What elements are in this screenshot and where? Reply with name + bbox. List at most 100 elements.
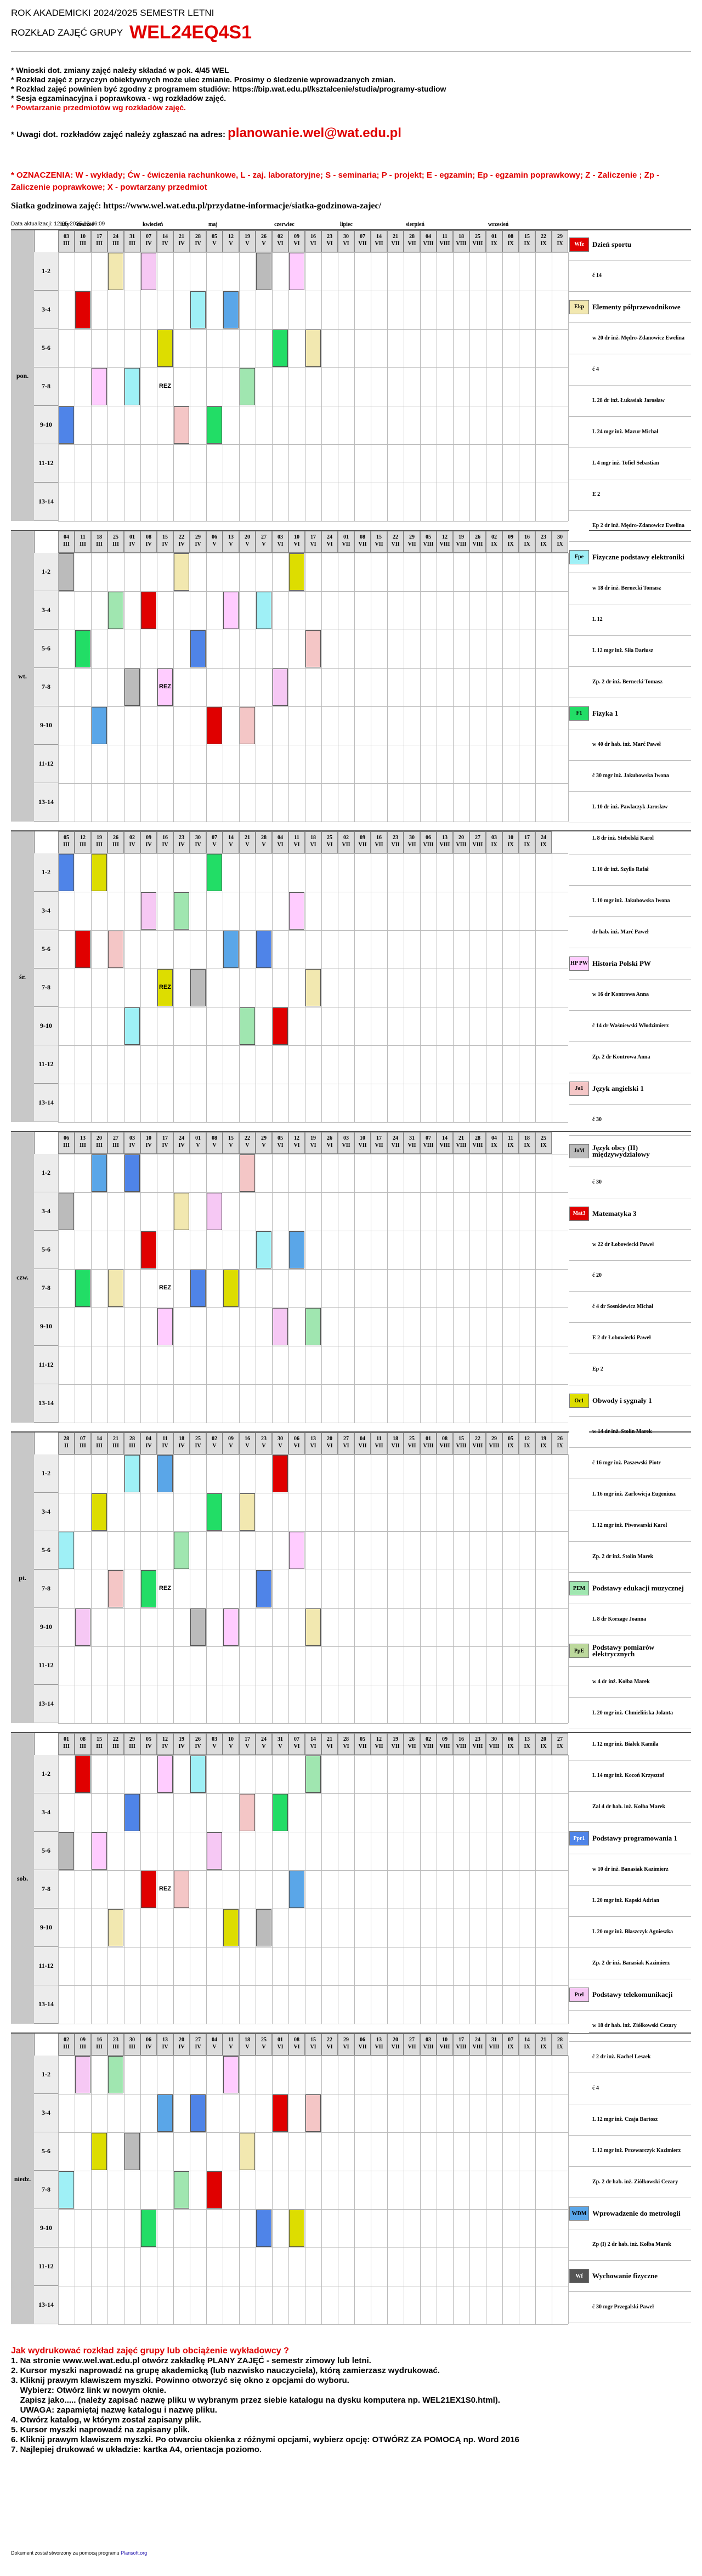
- class-block[interactable]: [289, 1871, 304, 1908]
- class-block[interactable]: [305, 2094, 321, 2132]
- class-block[interactable]: [92, 854, 107, 891]
- class-block[interactable]: [59, 2171, 74, 2209]
- class-block[interactable]: [223, 1909, 239, 1946]
- class-block[interactable]: [124, 1007, 140, 1045]
- class-block[interactable]: [190, 1270, 206, 1307]
- class-block[interactable]: [92, 1493, 107, 1531]
- class-block[interactable]: [75, 931, 90, 968]
- class-block[interactable]: [174, 1193, 189, 1230]
- class-block[interactable]: [305, 330, 321, 367]
- class-block[interactable]: [256, 253, 271, 290]
- class-block[interactable]: [75, 1756, 90, 1793]
- class-block[interactable]: [256, 931, 271, 968]
- class-block[interactable]: [124, 368, 140, 405]
- class-block[interactable]: [141, 592, 156, 629]
- class-block[interactable]: [174, 553, 189, 591]
- class-block[interactable]: [207, 1493, 222, 1531]
- class-block[interactable]: [59, 1532, 74, 1569]
- class-block[interactable]: [273, 1007, 288, 1045]
- class-block[interactable]: [59, 406, 74, 444]
- class-block[interactable]: [141, 1871, 156, 1908]
- class-block[interactable]: [157, 669, 173, 706]
- contact-email-link[interactable]: planowanie.wel@wat.edu.pl: [228, 126, 401, 140]
- class-block[interactable]: [273, 330, 288, 367]
- class-block[interactable]: [108, 1570, 123, 1607]
- class-block[interactable]: [174, 1532, 189, 1569]
- class-block[interactable]: [305, 630, 321, 667]
- class-block[interactable]: [240, 2133, 255, 2170]
- class-block[interactable]: [141, 1570, 156, 1607]
- class-block[interactable]: [174, 406, 189, 444]
- class-block[interactable]: [207, 2171, 222, 2209]
- class-block[interactable]: [240, 1493, 255, 1531]
- class-block[interactable]: [289, 253, 304, 290]
- class-block[interactable]: [157, 1308, 173, 1345]
- class-block[interactable]: [256, 1231, 271, 1269]
- class-block[interactable]: [273, 1455, 288, 1492]
- class-block[interactable]: [256, 1570, 271, 1607]
- class-block[interactable]: [190, 1756, 206, 1793]
- class-block[interactable]: [305, 969, 321, 1006]
- class-block[interactable]: [75, 1270, 90, 1307]
- class-block[interactable]: [256, 592, 271, 629]
- class-block[interactable]: [141, 892, 156, 930]
- class-block[interactable]: [240, 368, 255, 405]
- class-block[interactable]: [59, 553, 74, 591]
- class-block[interactable]: [273, 1794, 288, 1831]
- class-block[interactable]: [124, 1455, 140, 1492]
- class-block[interactable]: [190, 1609, 206, 1646]
- class-block[interactable]: [289, 1532, 304, 1569]
- class-block[interactable]: [108, 1909, 123, 1946]
- class-block[interactable]: [141, 1231, 156, 1269]
- class-block[interactable]: [289, 553, 304, 591]
- class-block[interactable]: [92, 1832, 107, 1870]
- class-block[interactable]: [305, 1609, 321, 1646]
- class-block[interactable]: [240, 1154, 255, 1192]
- class-block[interactable]: [124, 1154, 140, 1192]
- class-block[interactable]: [92, 368, 107, 405]
- class-block[interactable]: [190, 291, 206, 329]
- class-block[interactable]: [223, 1270, 239, 1307]
- class-block[interactable]: [207, 854, 222, 891]
- class-block[interactable]: [223, 291, 239, 329]
- class-block[interactable]: [174, 2171, 189, 2209]
- class-block[interactable]: [207, 406, 222, 444]
- class-block[interactable]: [273, 2094, 288, 2132]
- class-block[interactable]: [207, 1832, 222, 1870]
- class-block[interactable]: [190, 630, 206, 667]
- class-block[interactable]: [59, 854, 74, 891]
- class-block[interactable]: [124, 2133, 140, 2170]
- class-block[interactable]: [223, 2056, 239, 2093]
- class-block[interactable]: [124, 1794, 140, 1831]
- class-block[interactable]: [108, 1270, 123, 1307]
- class-block[interactable]: [124, 669, 140, 706]
- class-block[interactable]: [207, 707, 222, 744]
- class-block[interactable]: [190, 2094, 206, 2132]
- class-block[interactable]: [240, 1007, 255, 1045]
- class-block[interactable]: [305, 1756, 321, 1793]
- class-block[interactable]: [108, 931, 123, 968]
- class-block[interactable]: [273, 669, 288, 706]
- class-block[interactable]: [157, 1455, 173, 1492]
- class-block[interactable]: [207, 1193, 222, 1230]
- class-block[interactable]: [92, 707, 107, 744]
- class-block[interactable]: [273, 1308, 288, 1345]
- class-block[interactable]: [305, 1308, 321, 1345]
- class-block[interactable]: [289, 2210, 304, 2247]
- class-block[interactable]: [141, 2210, 156, 2247]
- class-block[interactable]: [75, 291, 90, 329]
- class-block[interactable]: [157, 969, 173, 1006]
- class-block[interactable]: [240, 1794, 255, 1831]
- plansoft-link[interactable]: Plansoft.org: [121, 2550, 148, 2556]
- class-block[interactable]: [289, 892, 304, 930]
- class-block[interactable]: [59, 1193, 74, 1230]
- class-block[interactable]: [141, 253, 156, 290]
- class-block[interactable]: [75, 630, 90, 667]
- class-block[interactable]: [174, 892, 189, 930]
- class-block[interactable]: [223, 931, 239, 968]
- class-block[interactable]: [157, 330, 173, 367]
- class-block[interactable]: [223, 592, 239, 629]
- class-block[interactable]: [223, 1609, 239, 1646]
- class-block[interactable]: [256, 1909, 271, 1946]
- class-block[interactable]: [174, 1871, 189, 1908]
